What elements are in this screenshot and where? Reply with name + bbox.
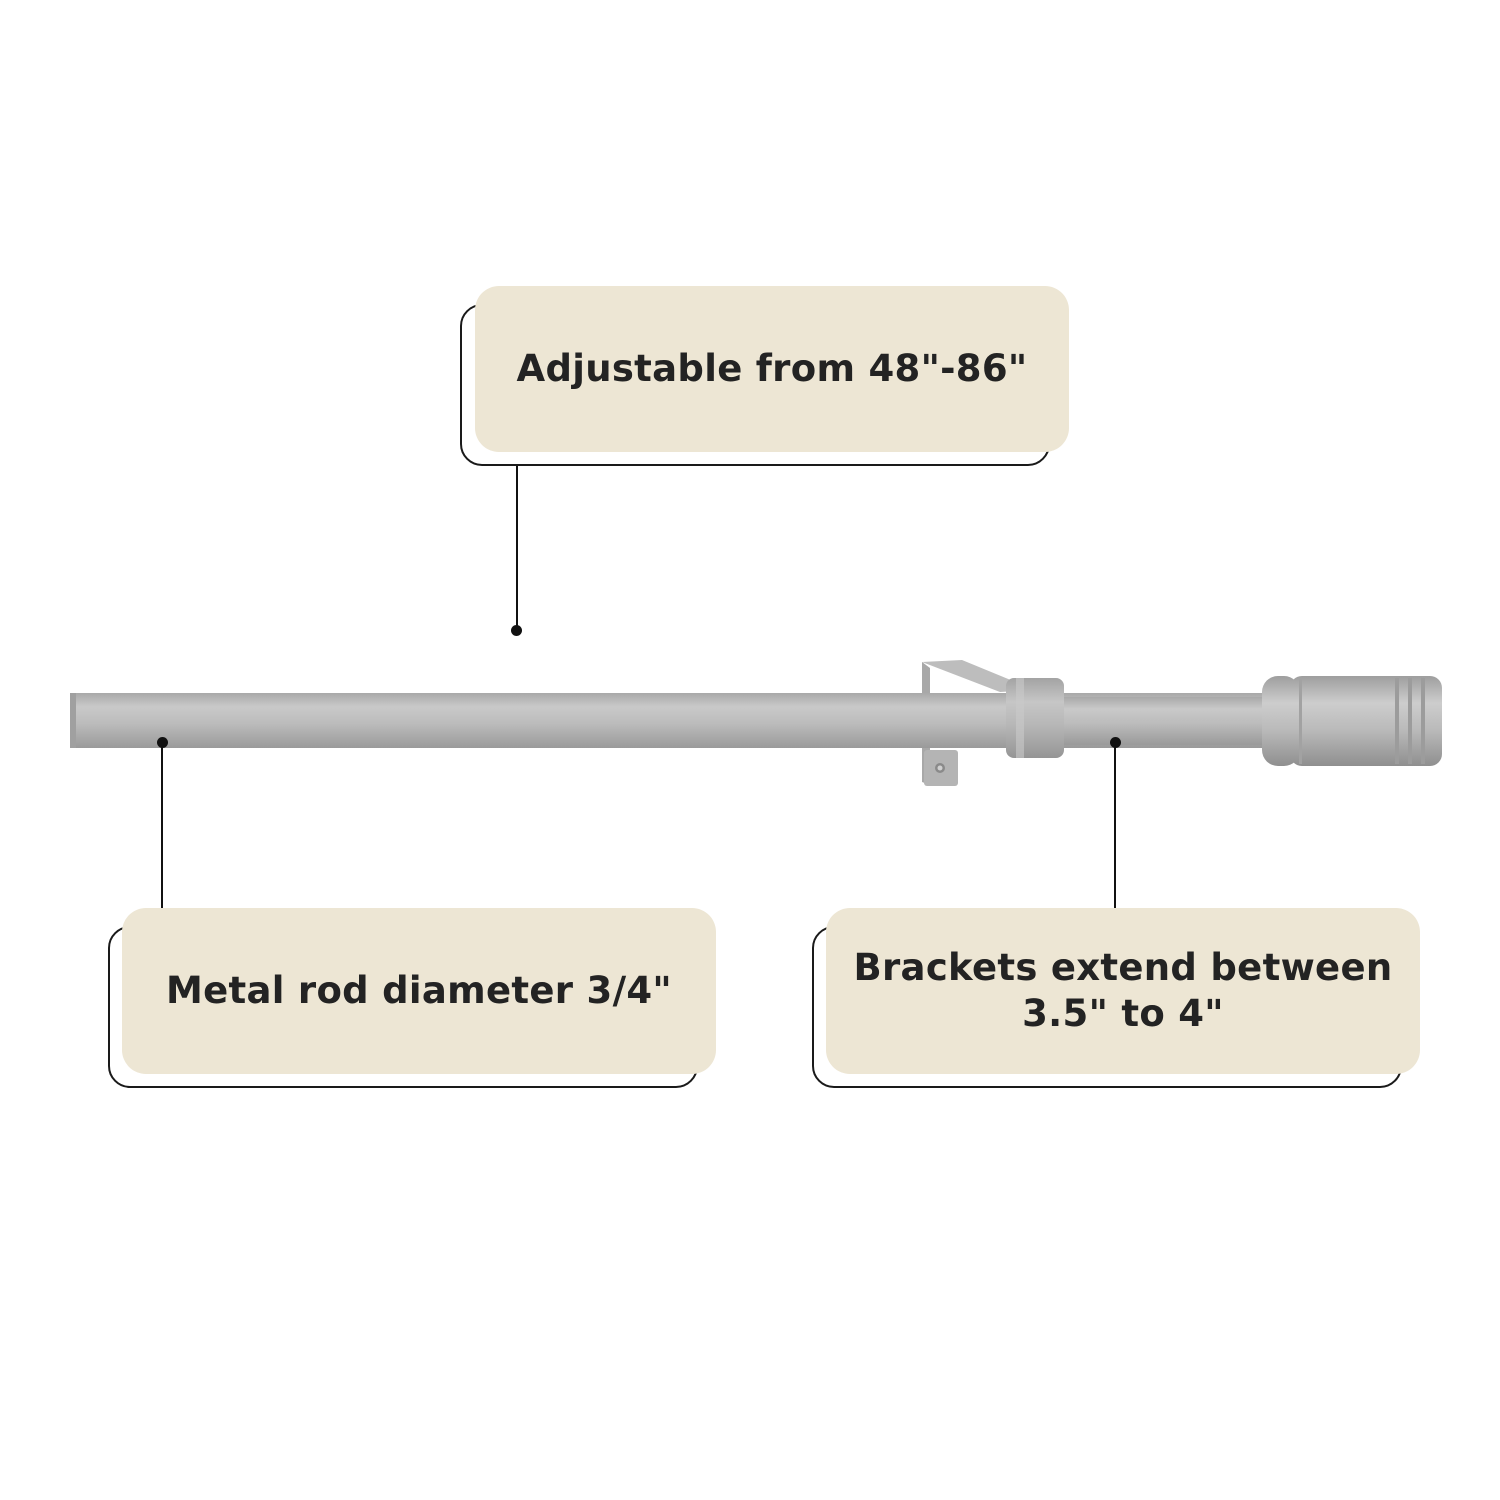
callout-brackets-line1: Brackets extend between: [853, 946, 1393, 989]
leader-dot-brackets: [1110, 737, 1121, 748]
leader-dot-adjustable: [511, 625, 522, 636]
callout-diameter: Metal rod diameter 3/4": [108, 908, 718, 1090]
finial-icon: [1262, 676, 1442, 766]
callout-brackets: Brackets extend between 3.5" to 4": [812, 908, 1422, 1090]
callout-diameter-label: Metal rod diameter 3/4": [122, 908, 716, 1074]
leader-line-diameter: [161, 742, 163, 910]
callout-adjustable-label: Adjustable from 48"-86": [475, 286, 1069, 452]
leader-dot-diameter: [157, 737, 168, 748]
callout-brackets-label: Brackets extend between 3.5" to 4": [826, 908, 1420, 1074]
callout-brackets-line2: 3.5" to 4": [1022, 992, 1224, 1035]
leader-line-brackets: [1114, 742, 1116, 910]
leader-line-adjustable: [516, 466, 518, 630]
callout-adjustable: Adjustable from 48"-86": [460, 286, 1070, 468]
